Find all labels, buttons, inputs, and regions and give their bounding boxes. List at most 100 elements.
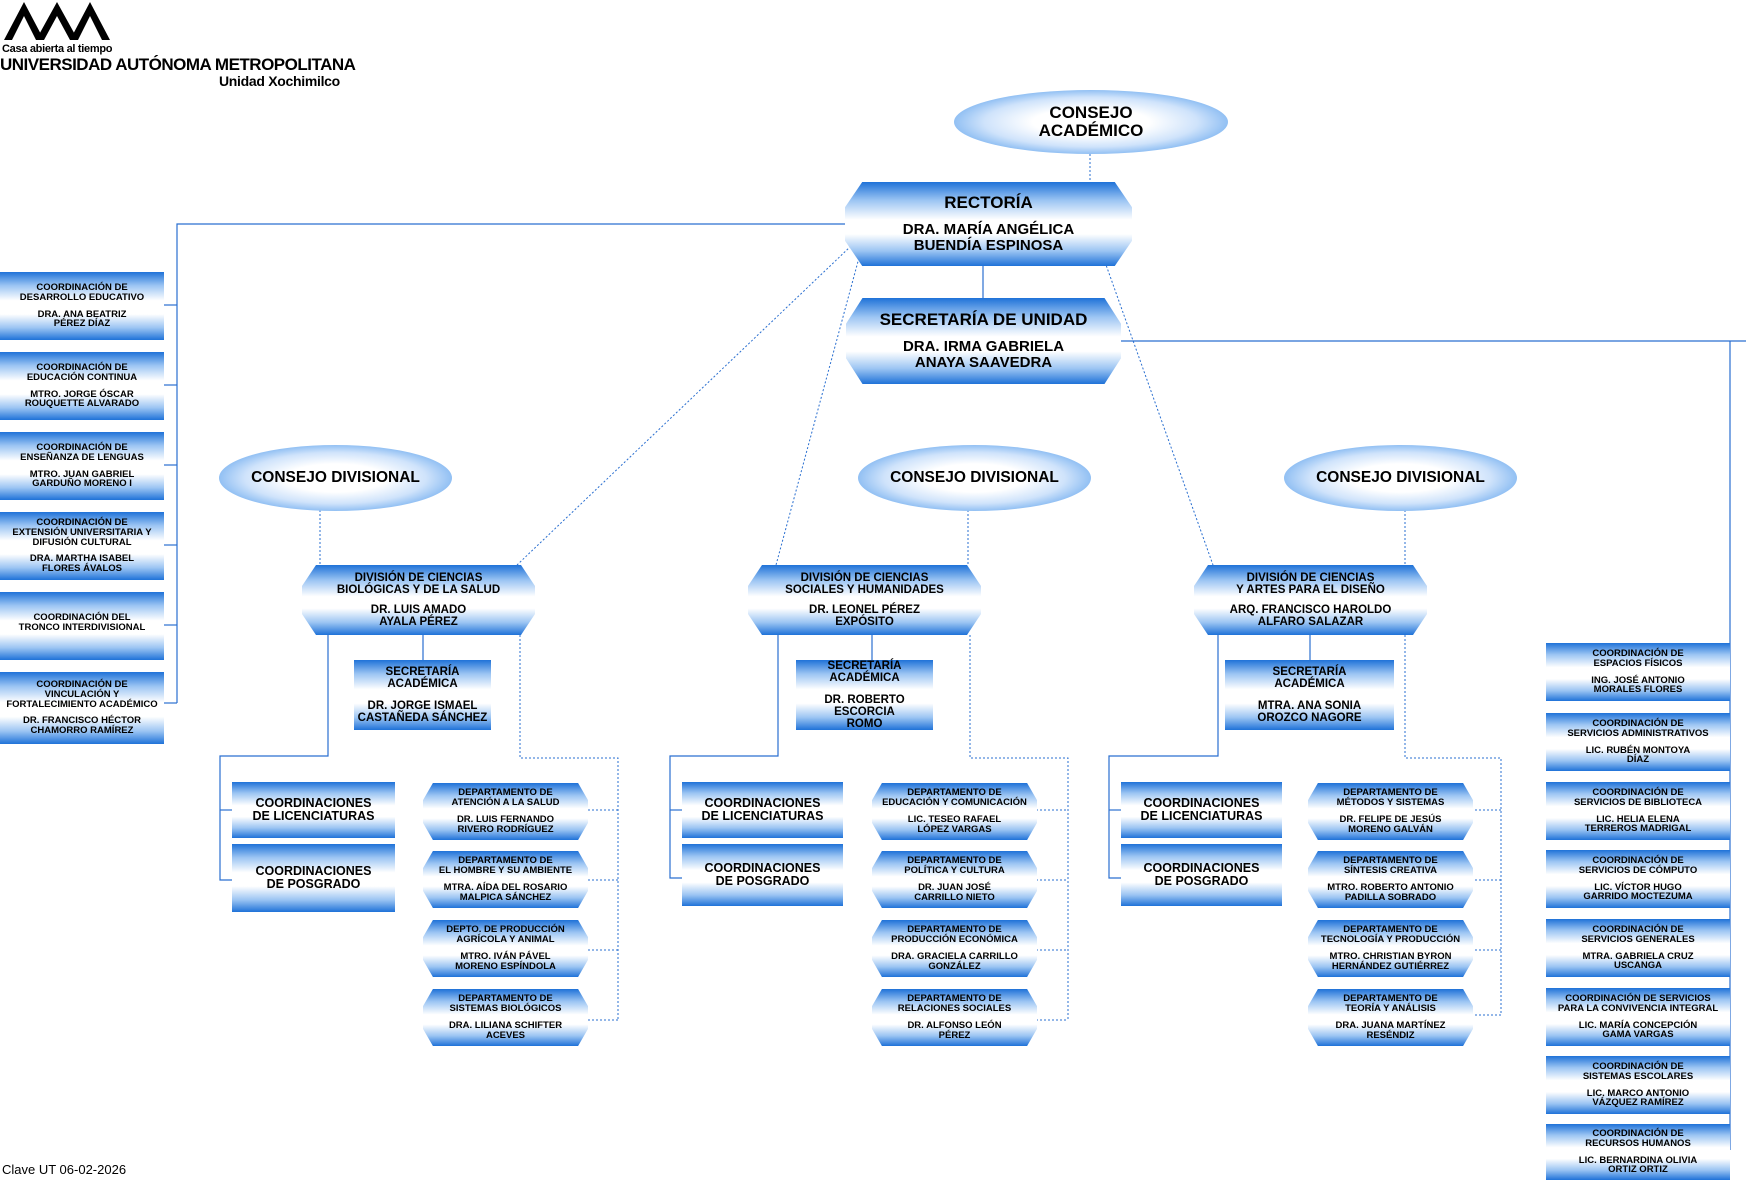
secretaria-unidad-box[interactable]: SECRETARÍA DE UNIDAD DRA. IRMA GABRIELA … [846, 298, 1121, 384]
coordination-head-name: LIC. BERNARDINA OLIVIA [1578, 1154, 1698, 1166]
division-title-line: DIVISIÓN DE CIENCIAS [354, 572, 483, 585]
coordination-head-name: ROUQUETTE ALVARADO [24, 398, 140, 410]
coordination-title-line: DESARROLLO EDUCATIVO [19, 291, 145, 303]
coordination-head-name: ORTIZ ORTIZ [1608, 1164, 1668, 1176]
coordination-title-line: RECURSOS HUMANOS [1585, 1137, 1691, 1149]
coordination-head-name: LIC. MARÍA CONCEPCIÓN [1578, 1019, 1698, 1031]
department-head-name: DRA. GRACIELA CARRILLO [891, 951, 1018, 962]
coordination-head-name: LIC. RUBÉN MONTOYA [1585, 744, 1691, 756]
consejo-divisional-label: CONSEJO DIVISIONAL [1316, 468, 1485, 486]
department-title-line: DEPARTAMENTO DE [907, 787, 1002, 799]
department-head-name: ACEVES [485, 1029, 526, 1041]
coordination-title-line: SERVICIOS DE CÓMPUTO [1578, 864, 1698, 876]
coordinaciones-posgrado-label: COORDINACIONES [704, 860, 821, 875]
secretaria-academica-name: MTRA. ANA SONIA [1257, 700, 1362, 712]
department-head-name: DRA. LILIANA SCHIFTER [448, 1020, 563, 1031]
division-title-line: DIVISIÓN DE CIENCIAS [800, 572, 929, 585]
division-director-name: DR. LEONEL PÉREZ [809, 603, 920, 616]
coordination-title-line: COORDINACIÓN DE [1592, 647, 1684, 659]
department-title-line: POLÍTICA Y CULTURA [904, 865, 1005, 877]
consejo-academico-line2: ACADÉMICO [1038, 121, 1144, 140]
department-title-line: DEPARTAMENTO DE [458, 993, 553, 1005]
department-head-name: MORENO ESPÍNDOLA [455, 960, 556, 972]
coordination-head-name: VÁZQUEZ RAMÍREZ [1592, 1097, 1684, 1109]
department-head-name: LIC. TESEO RAFAEL [907, 814, 1002, 825]
coordination-title-line: COORDINACIÓN DE [36, 678, 128, 690]
coordination-head-name: FLORES ÁVALOS [41, 563, 123, 575]
rectoria-box[interactable]: RECTORÍA DRA. MARÍA ANGÉLICA BUENDÍA ESP… [845, 182, 1132, 266]
coordination-head-name: DRA. MARTHA ISABEL [29, 553, 135, 565]
secretaria-academica-name: ROMO [846, 717, 883, 730]
coordination-title-line: SERVICIOS ADMINISTRATIVOS [1567, 727, 1709, 739]
coordination-title-line: COORDINACIÓN DE [36, 441, 128, 453]
department-head-name: MTRO. CHRISTIAN BYRON [1329, 951, 1452, 962]
department-head-name: DR. JUAN JOSÉ [918, 882, 991, 893]
department-head-name: LÓPEZ VARGAS [917, 823, 992, 835]
coordination-title-line: COORDINACIÓN DE [1592, 786, 1684, 798]
secretaria-unidad-title: SECRETARÍA DE UNIDAD [879, 310, 1088, 330]
coordination-head-name: GAMA VARGAS [1602, 1029, 1674, 1041]
secretaria-academica-title: ACADÉMICA [387, 677, 458, 690]
secretaria-academica-title: ACADÉMICA [1274, 677, 1345, 690]
department-head-name: DR. ALFONSO LEÓN [907, 1020, 1002, 1031]
coordination-title-line: COORDINACIÓN DE [1592, 923, 1684, 935]
department-head-name: MTRO. IVÁN PÁVEL [460, 951, 551, 962]
consejo-academico[interactable]: CONSEJO ACADÉMICO [954, 90, 1228, 154]
secretaria-academica-name: OROZCO NAGORE [1257, 712, 1362, 725]
coordination-head-name: MTRA. GABRIELA CRUZ [1582, 950, 1694, 962]
department-title-line: TEORÍA Y ANÁLISIS [1345, 1003, 1436, 1015]
coordination-head-name: CHAMORRO RAMÍREZ [30, 725, 134, 737]
consejo-divisional-csh[interactable]: CONSEJO DIVISIONAL [858, 445, 1091, 511]
department-title-line: DEPARTAMENTO DE [458, 855, 553, 867]
consejo-divisional-cyad[interactable]: CONSEJO DIVISIONAL [1284, 445, 1517, 511]
clave-footer: Clave UT 06-02-2026 [2, 1162, 127, 1177]
coordination-head-name: PÉREZ DÍAZ [53, 318, 111, 330]
department-title-line: DEPTO. DE PRODUCCIÓN [446, 924, 565, 936]
coordination-title-line: FORTALECIMIENTO ACADÉMICO [6, 698, 158, 710]
secretaria-academica-title: SECRETARÍA [385, 665, 460, 678]
coordination-title-line: ESPACIOS FÍSICOS [1593, 657, 1683, 669]
department-head-name: HERNÁNDEZ GUTIÉRREZ [1331, 960, 1450, 972]
consejo-divisional-cbs[interactable]: CONSEJO DIVISIONAL [219, 445, 452, 511]
coordination-title-line: ENSEÑANZA DE LENGUAS [20, 451, 144, 463]
coordination-title-line: COORDINACIÓN DE [1592, 1060, 1684, 1072]
